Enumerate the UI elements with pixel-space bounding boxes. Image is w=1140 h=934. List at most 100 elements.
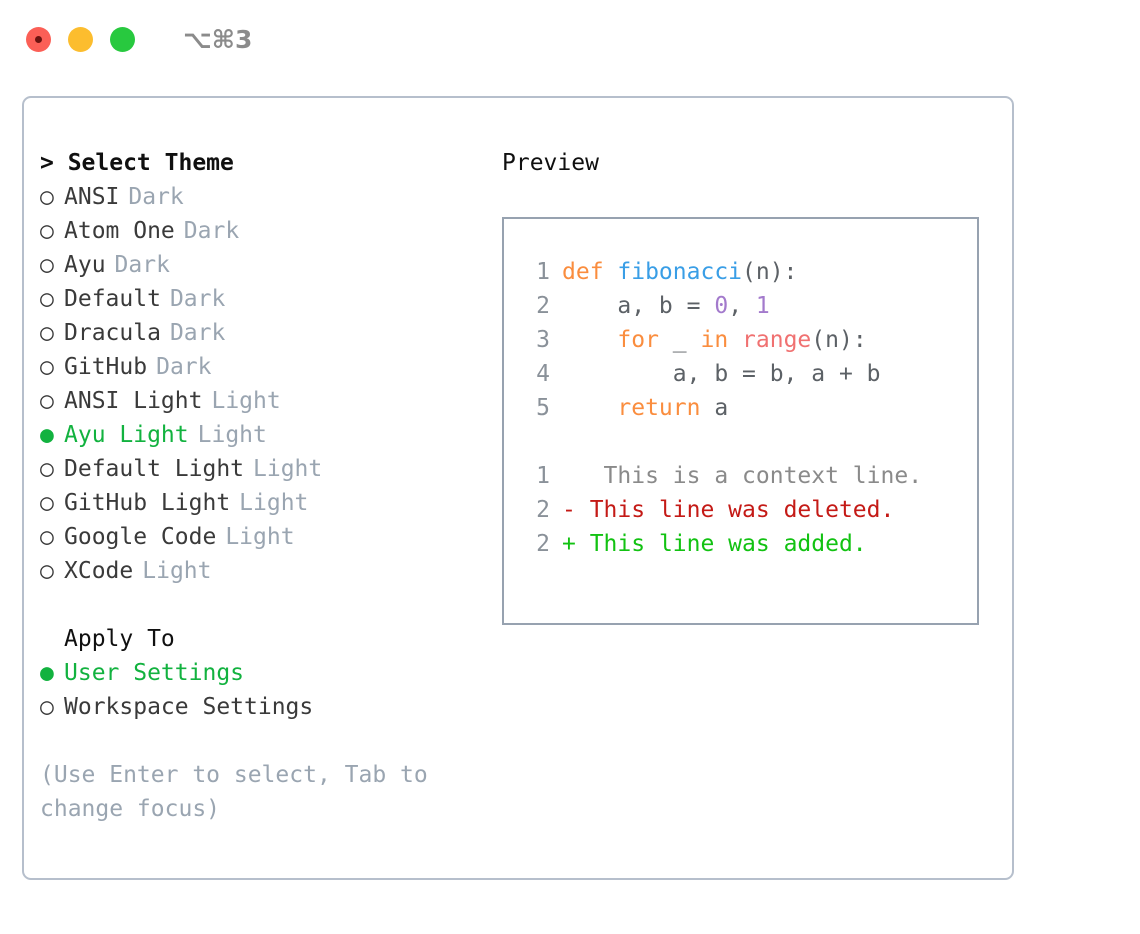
code-line-text: return a <box>562 391 728 425</box>
keyboard-hint-text: (Use Enter to select, Tab to change focu… <box>40 762 428 822</box>
preview-spacer <box>516 425 977 459</box>
traffic-lights <box>26 26 135 52</box>
apply-to-option-user-settings[interactable]: ● User Settings <box>40 656 500 690</box>
theme-option-label: GitHub Light <box>64 490 231 516</box>
theme-option-label: Default <box>64 286 161 312</box>
theme-option-label: ANSI Light <box>64 388 203 414</box>
minimize-button[interactable] <box>68 26 93 52</box>
code-token-plain: a, b = b, a + b <box>562 361 881 387</box>
code-token-plain: (n): <box>742 259 798 285</box>
line-number: 1 <box>536 463 550 489</box>
theme-option-tag: Light <box>253 456 323 482</box>
diff-line-text: + This line was added. <box>562 527 867 561</box>
diff-line-text: - This line was deleted. <box>562 493 894 527</box>
preview-heading: Preview <box>502 150 599 176</box>
radio-unselected-icon: ○ <box>40 694 54 720</box>
theme-option-tag: Dark <box>183 218 240 244</box>
theme-option-tag: Dark <box>128 184 184 210</box>
code-token-plain: , <box>728 293 756 319</box>
apply-to-heading: Apply To <box>64 626 175 652</box>
zoom-button[interactable] <box>110 26 135 52</box>
code-token-kw: in <box>700 327 729 353</box>
diff-marker: - <box>562 497 576 523</box>
code-token-plain <box>562 327 617 353</box>
diff-line-added: 2 + This line was added. <box>516 527 977 561</box>
theme-option-tag: Light <box>142 558 212 584</box>
code-line: 3 for _ in range(n): <box>516 323 977 357</box>
diff-line-text: This is a context line. <box>562 459 923 493</box>
theme-option-tag: Dark <box>169 320 226 346</box>
code-line-text: a, b = 0, 1 <box>562 289 770 323</box>
diff-line-context: 1 This is a context line. <box>516 459 977 493</box>
keyboard-shortcut-label: ⌥⌘3 <box>183 24 253 54</box>
line-number: 2 <box>536 497 550 523</box>
radio-selected-icon: ● <box>40 422 54 448</box>
code-token-num: 1 <box>755 293 770 319</box>
theme-option-label: Google Code <box>64 524 217 550</box>
code-line-text: def fibonacci(n): <box>562 255 797 289</box>
diff-marker: + <box>562 531 576 557</box>
code-line-text: for _ in range(n): <box>562 323 867 357</box>
radio-unselected-icon: ○ <box>40 490 54 516</box>
radio-unselected-icon: ○ <box>40 252 54 278</box>
radio-unselected-icon: ○ <box>40 456 54 482</box>
theme-option-tag: Light <box>197 422 267 448</box>
code-token-plain <box>562 395 617 421</box>
line-number: 2 <box>536 531 550 557</box>
diff-marker <box>562 463 576 489</box>
code-line: 5 return a <box>516 391 977 425</box>
apply-to-option-workspace-settings[interactable]: ○Workspace Settings <box>40 690 500 724</box>
section-spacer <box>40 588 500 622</box>
line-number: 4 <box>536 361 550 387</box>
line-number: 1 <box>536 259 550 285</box>
diff-line-deleted: 2- This line was deleted. <box>516 493 977 527</box>
theme-option-xcode[interactable]: ○ XCode Light <box>40 554 500 588</box>
code-token-plain: a, b = <box>562 293 715 319</box>
select-theme-heading: > Select Theme <box>40 150 234 176</box>
theme-option-tag: Dark <box>114 252 170 278</box>
diff-text: This is a context line. <box>575 463 923 489</box>
line-number: 3 <box>536 327 550 353</box>
theme-option-tag: Dark <box>169 286 226 312</box>
line-number: 2 <box>536 293 550 319</box>
code-token-plain <box>728 327 742 353</box>
radio-unselected-icon: ○ <box>40 184 54 210</box>
theme-option-label: XCode <box>64 558 134 584</box>
code-token-plain: (n): <box>811 327 867 353</box>
diff-text: This line was added. <box>575 531 867 557</box>
diff-text: This line was deleted. <box>575 497 895 523</box>
radio-unselected-icon: ○ <box>40 524 54 550</box>
theme-option-label: Dracula <box>64 320 161 346</box>
code-token-plain: a <box>700 395 729 421</box>
theme-option-tag: Dark <box>156 354 212 380</box>
code-line: 2 a, b = 0, 1 <box>516 289 977 323</box>
radio-selected-icon: ● <box>40 660 54 686</box>
theme-option-tag: Light <box>211 388 281 414</box>
close-button[interactable] <box>26 26 51 52</box>
code-line-text: a, b = b, a + b <box>562 357 881 391</box>
radio-unselected-icon: ○ <box>40 558 54 584</box>
theme-option-tag: Light <box>239 490 309 516</box>
code-token-kw: def <box>562 259 618 285</box>
theme-option-github-light[interactable]: ○ GitHub Light Light <box>40 486 500 520</box>
code-token-call: range <box>742 327 812 353</box>
apply-to-option-label: User Settings <box>64 660 245 686</box>
code-line: 4 a, b = b, a + b <box>516 357 977 391</box>
line-number: 5 <box>536 395 550 421</box>
